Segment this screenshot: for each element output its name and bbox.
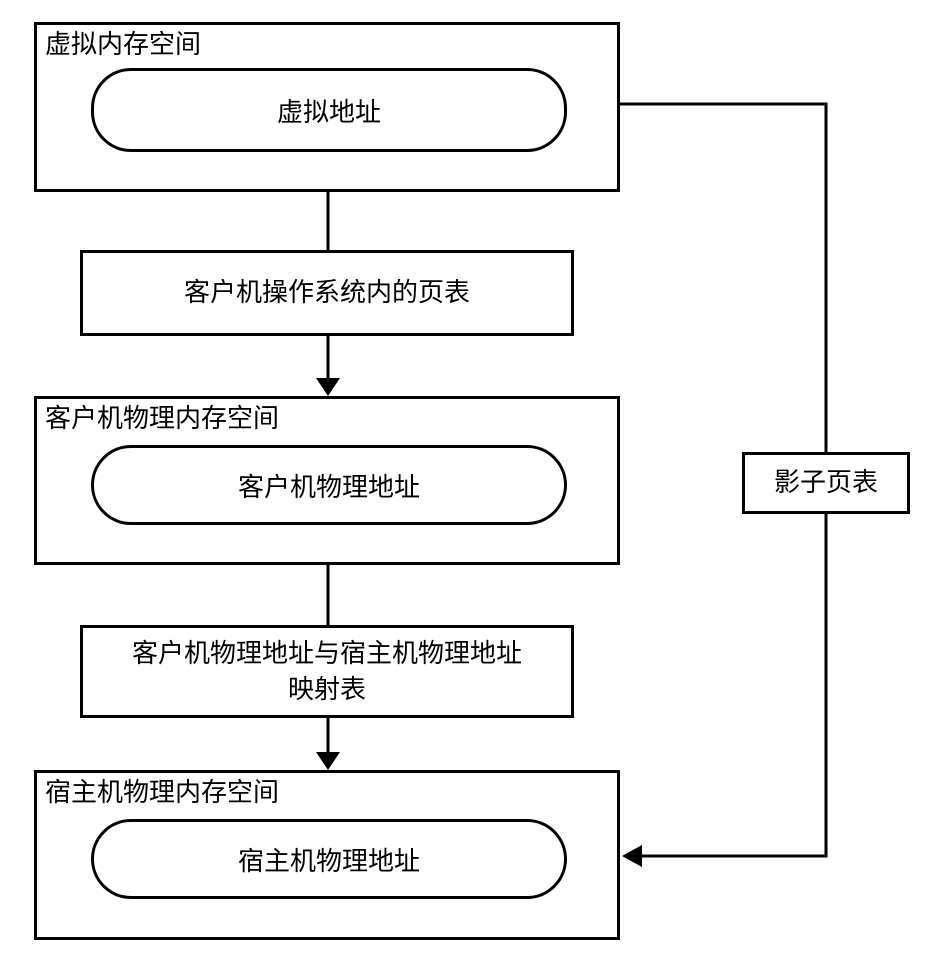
host-physical-address-node: 宿主机物理地址 xyxy=(91,819,567,899)
mapping-table-box: 客户机物理地址与宿主机物理地址 映射表 xyxy=(80,625,574,718)
mapping-table-line2: 映射表 xyxy=(287,674,366,705)
shadow-page-table-label: 影子页表 xyxy=(773,468,878,498)
guest-page-table-box: 客户机操作系统内的页表 xyxy=(80,250,574,336)
mapping-table-line1: 客户机物理地址与宿主机物理地址 xyxy=(131,638,522,669)
guest-page-table-label: 客户机操作系统内的页表 xyxy=(183,278,470,308)
arrowhead-guest xyxy=(316,378,340,396)
shadow-page-table-box: 影子页表 xyxy=(742,452,910,514)
guest-physical-memory-space-title: 客户机物理内存空间 xyxy=(45,404,280,434)
virtual-memory-space: 虚拟内存空间 虚拟地址 xyxy=(34,22,620,192)
virtual-address-node: 虚拟地址 xyxy=(91,68,567,152)
host-physical-memory-space-title: 宿主机物理内存空间 xyxy=(45,778,280,808)
connector-shadow-path xyxy=(620,102,828,455)
arrowhead-host xyxy=(316,752,340,770)
arrow-shadow-to-host xyxy=(638,512,828,858)
guest-physical-memory-space: 客户机物理内存空间 客户机物理地址 xyxy=(34,396,620,565)
virtual-memory-space-title: 虚拟内存空间 xyxy=(45,30,202,60)
host-physical-memory-space: 宿主机物理内存空间 宿主机物理地址 xyxy=(34,770,620,940)
arrowhead-shadow-host xyxy=(622,845,642,867)
guest-physical-address-node: 客户机物理地址 xyxy=(91,445,567,525)
